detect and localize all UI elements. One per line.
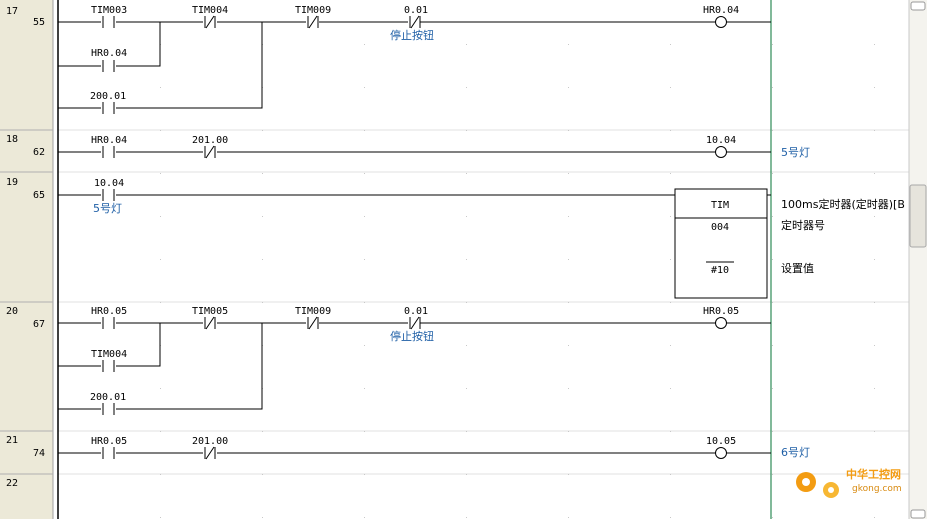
watermark-url: gkong.com xyxy=(852,484,902,494)
scrollbar-thumb[interactable] xyxy=(909,184,927,248)
block-comment: 100ms定时器(定时器)[B xyxy=(781,197,905,211)
contact-label: TIM005 xyxy=(192,306,228,317)
coil-label: 10.04 xyxy=(706,135,736,146)
rung-21[interactable]: 21 74 HR0.05 201.00 10.05 6号灯 xyxy=(6,435,810,460)
rung-number: 18 xyxy=(6,134,18,145)
contact-label: TIM003 xyxy=(91,5,127,16)
contact-label: TIM009 xyxy=(295,5,331,16)
rung-number: 20 xyxy=(6,306,18,317)
contact-label: TIM004 xyxy=(91,349,127,360)
contact-label: 0.01 xyxy=(404,306,428,317)
watermark-title: 中华工控网 xyxy=(846,467,901,481)
coil-comment: 6号灯 xyxy=(781,446,810,459)
watermark-logo: 中华工控网 gkong.com xyxy=(796,467,902,498)
rung-separators xyxy=(0,129,53,475)
contact-comment: 停止按钮 xyxy=(390,329,434,343)
coil-label: 10.05 xyxy=(706,436,736,447)
step-number: 55 xyxy=(33,17,45,28)
rung-22[interactable]: 22 xyxy=(6,478,18,489)
contact-comment: 停止按钮 xyxy=(390,28,434,42)
block-comment: 定时器号 xyxy=(781,218,825,232)
block-comment: 设置值 xyxy=(781,262,814,275)
rung-19[interactable]: 19 65 10.04 5号灯 TIM 004 #10 100ms定时器(定时器… xyxy=(6,177,905,299)
coil-comment: 5号灯 xyxy=(781,146,810,159)
rung-20[interactable]: 20 67 HR0.05 TIM005 TIM009 0.01 停止按钮 TIM… xyxy=(6,306,771,415)
contact-label: HR0.05 xyxy=(91,306,127,317)
step-number: 62 xyxy=(33,147,45,158)
vertical-scrollbar[interactable] xyxy=(908,0,927,519)
contact-label: 201.00 xyxy=(192,436,228,447)
scrollbar-bottom-cap[interactable] xyxy=(910,509,926,519)
coil-label: HR0.04 xyxy=(703,5,739,16)
contact-label: TIM009 xyxy=(295,306,331,317)
contact-label: HR0.04 xyxy=(91,48,127,59)
step-number: 65 xyxy=(33,190,45,201)
rung-number: 22 xyxy=(6,478,18,489)
scrollbar-top-cap[interactable] xyxy=(910,1,926,11)
contact-label: 200.01 xyxy=(90,392,126,403)
timer-number: 004 xyxy=(711,222,729,233)
rung-number: 21 xyxy=(6,435,18,446)
rung-17[interactable]: 17 55 TIM003 TIM004 TIM009 0.01 停止按钮 HR0… xyxy=(6,5,771,114)
contact-comment: 5号灯 xyxy=(93,202,122,215)
rung-number-margin xyxy=(0,0,53,519)
grid-dots xyxy=(160,44,875,518)
step-number: 67 xyxy=(33,319,45,330)
contact-label: HR0.04 xyxy=(91,135,127,146)
step-number: 74 xyxy=(33,448,45,459)
contact-label: 201.00 xyxy=(192,135,228,146)
contact-label: TIM004 xyxy=(192,5,228,16)
contact-label: 0.01 xyxy=(404,5,428,16)
gear-icon xyxy=(796,472,839,498)
contact-label: HR0.05 xyxy=(91,436,127,447)
rung-18[interactable]: 18 62 HR0.04 201.00 10.04 5号灯 xyxy=(6,134,810,159)
timer-instruction: TIM xyxy=(711,200,729,211)
contact-label: 10.04 xyxy=(94,178,124,189)
coil-label: HR0.05 xyxy=(703,306,739,317)
timer-block[interactable] xyxy=(674,188,768,299)
rung-number: 17 xyxy=(6,6,18,17)
contact-label: 200.01 xyxy=(90,91,126,102)
timer-setpoint: #10 xyxy=(711,265,729,276)
rung-number: 19 xyxy=(6,177,18,188)
